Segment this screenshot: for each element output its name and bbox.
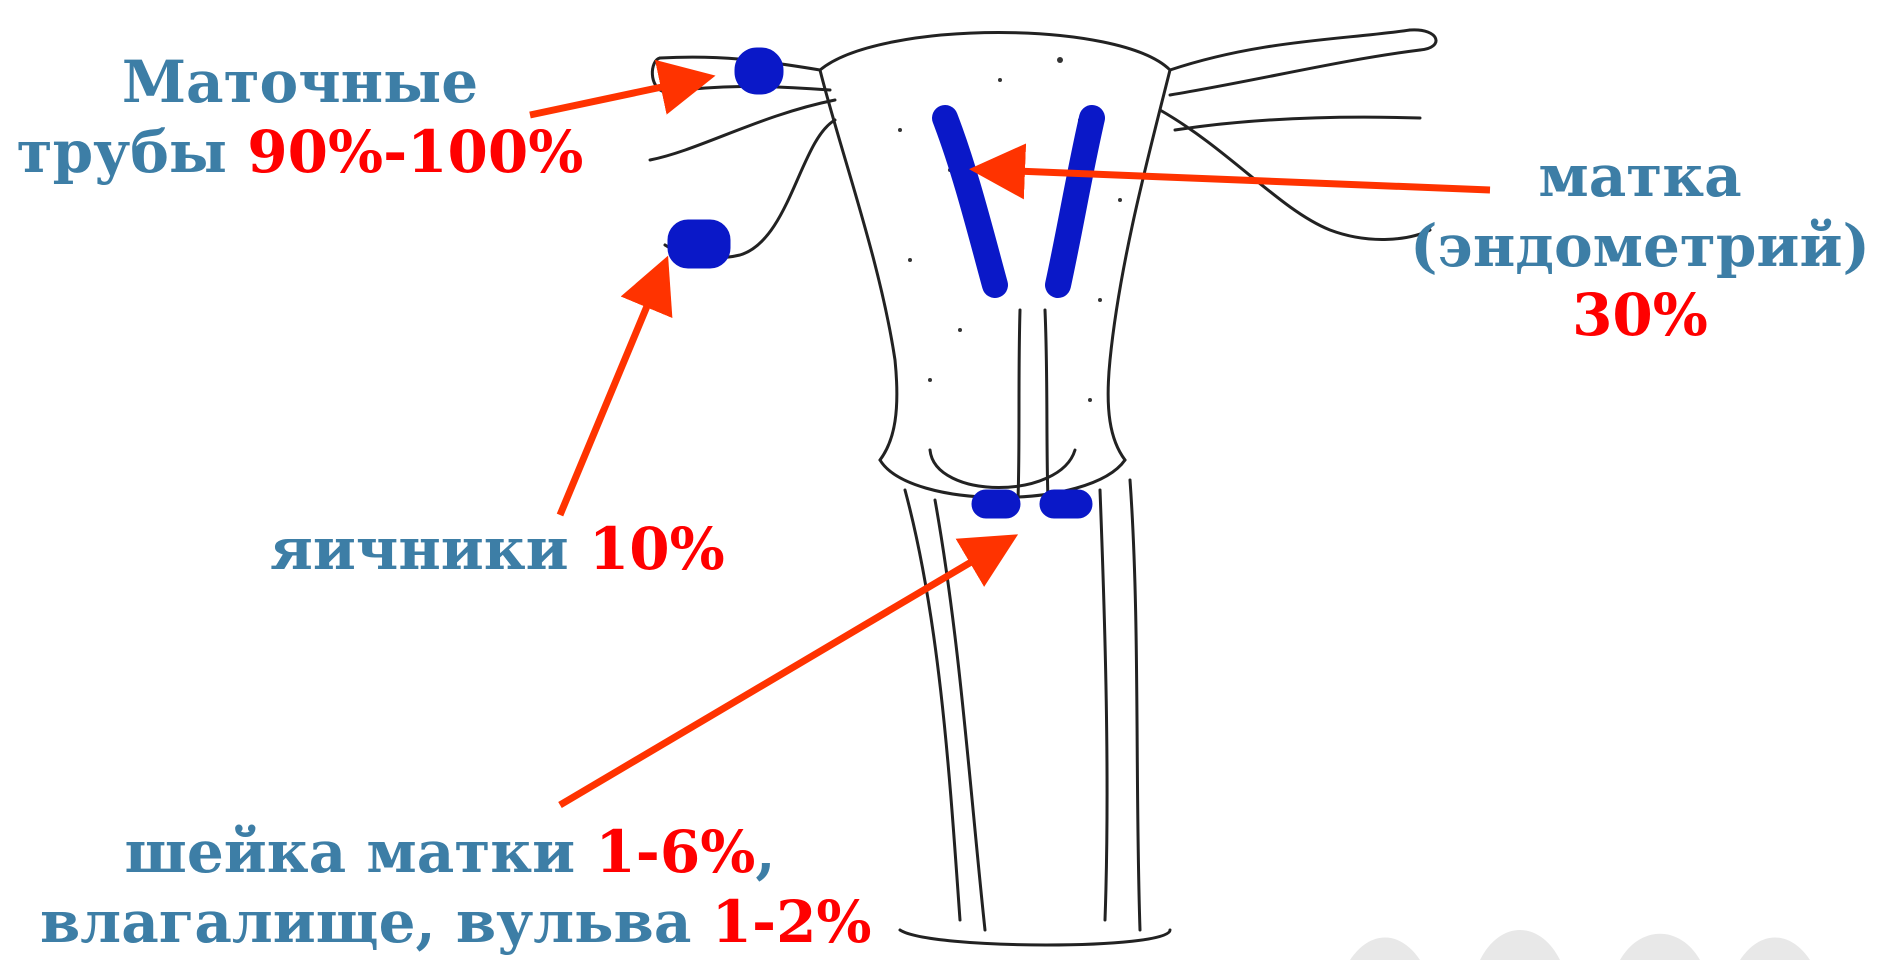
label-vagina-text: влагалище, вульва: [40, 888, 691, 956]
label-uterus-line2: (эндометрий): [1410, 212, 1870, 280]
label-uterus-line1: матка: [1538, 142, 1741, 210]
marker-cervix-left: [972, 490, 1020, 518]
label-cervix-percent: 1-6%: [595, 818, 755, 886]
marker-tube: [735, 48, 783, 94]
label-tubes-line2: трубы: [17, 118, 227, 186]
arrows: [530, 80, 1490, 805]
label-tubes: Маточные трубы 90%-100%: [0, 48, 600, 187]
label-ovaries: яичники 10%: [270, 515, 770, 585]
uterus-outline: [650, 30, 1436, 945]
label-ovaries-text: яичники: [270, 515, 569, 583]
label-cervix-text: шейка матки: [124, 818, 575, 886]
label-uterus: матка (эндометрий) 30%: [1400, 142, 1880, 351]
label-ovaries-percent: 10%: [589, 515, 725, 583]
label-uterus-percent: 30%: [1572, 281, 1708, 349]
marker-endometrium-right: [1058, 118, 1092, 285]
label-cervix: шейка матки 1-6%, влагалище, вульва 1-2%: [40, 818, 860, 957]
marker-endometrium-left: [945, 118, 995, 285]
label-cervix-comma: ,: [755, 818, 775, 886]
arrow-ovaries: [560, 275, 660, 515]
label-tubes-percent: 90%-100%: [247, 118, 583, 186]
label-tubes-line1: Маточные: [122, 48, 478, 116]
marker-cervix-right: [1040, 490, 1092, 518]
marker-ovary: [668, 220, 730, 268]
label-vagina-percent: 1-2%: [712, 888, 872, 956]
watermark-decoration: [1350, 930, 1810, 960]
